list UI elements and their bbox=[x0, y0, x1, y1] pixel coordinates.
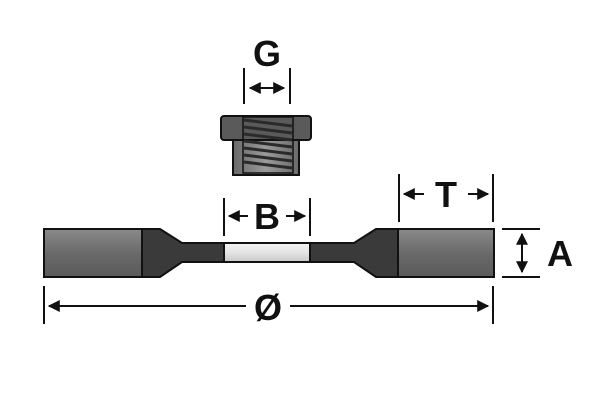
label-diameter: Ø bbox=[254, 287, 282, 328]
label-g: G bbox=[253, 33, 281, 74]
right-taper bbox=[309, 228, 399, 278]
dimension-a: A bbox=[502, 228, 573, 278]
label-t: T bbox=[435, 174, 457, 215]
connector-bar bbox=[43, 228, 495, 278]
dimension-diameter: Ø bbox=[43, 286, 494, 328]
right-end-block bbox=[397, 228, 495, 278]
dimension-b: B bbox=[223, 196, 311, 237]
center-section bbox=[223, 242, 311, 263]
label-b: B bbox=[254, 196, 280, 237]
dimension-g: G bbox=[243, 33, 291, 104]
left-taper bbox=[141, 228, 225, 278]
label-a: A bbox=[547, 233, 573, 274]
insert-threads bbox=[243, 118, 293, 170]
threaded-insert bbox=[220, 115, 312, 176]
left-end-block bbox=[43, 228, 143, 278]
dimension-t: T bbox=[398, 174, 494, 222]
